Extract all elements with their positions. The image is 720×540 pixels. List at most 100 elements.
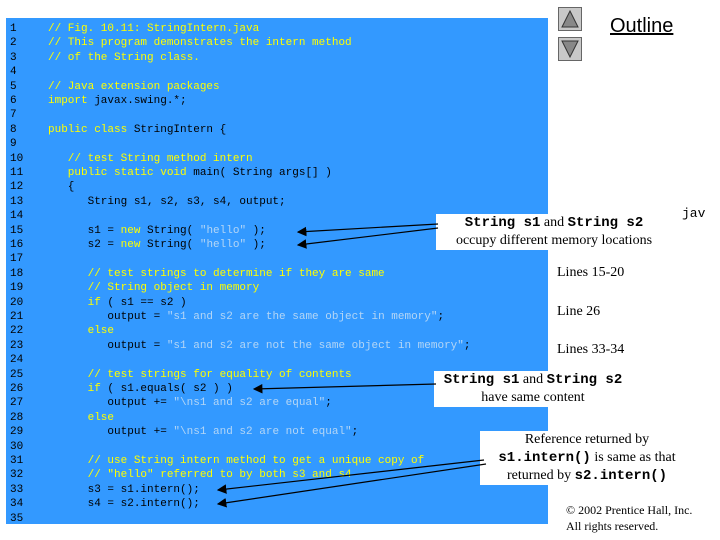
code-token: "s1 and s2 are the same object in memory…: [166, 311, 438, 323]
code-line: // "hello" referred to by both s3 and s4: [48, 468, 352, 482]
code-token: ;: [351, 426, 359, 439]
callout-code: String s2: [567, 215, 644, 231]
code-token: // This program demonstrates the intern …: [48, 37, 352, 50]
line-number: 34: [10, 498, 24, 511]
code-line: {: [48, 180, 75, 194]
code-token: // of the String class.: [48, 51, 200, 64]
line-number: 20: [10, 296, 24, 309]
line-number: 30: [10, 440, 24, 453]
code-token: javax.swing.*;: [87, 95, 187, 107]
code-token: main( String args[] ): [186, 167, 332, 179]
code-token: "\ns1 and s2 are equal": [173, 397, 326, 410]
code-line: // This program demonstrates the intern …: [48, 36, 352, 50]
code-line: public class StringIntern {: [48, 123, 226, 137]
line-number: 16: [10, 239, 24, 251]
line-number: 4: [10, 66, 17, 79]
line-number: 33: [10, 483, 24, 496]
code-line: output += "\ns1 and s2 are not equal";: [48, 425, 358, 439]
copyright-line: © 2002 Prentice Hall, Inc.: [566, 503, 693, 517]
code-line: // Java extension packages: [48, 80, 220, 94]
code-token: // test strings to determine if they are…: [48, 267, 385, 280]
callout-code: String s1: [464, 215, 541, 231]
code-line: s2 = new String( "hello" );: [48, 238, 266, 252]
code-token: output +=: [48, 397, 174, 410]
code-token: else: [48, 325, 115, 338]
callout-different-memory: String s1 and String s2 occupy different…: [436, 214, 672, 250]
code-token: if: [48, 296, 101, 309]
line-number: 9: [10, 138, 17, 151]
code-token: );: [246, 224, 266, 237]
code-line: // test strings for equality of contents: [48, 368, 352, 382]
copyright-notice: © 2002 Prentice Hall, Inc. All rights re…: [566, 502, 692, 534]
code-line: s4 = s2.intern();: [48, 497, 200, 511]
line-number: 25: [10, 368, 24, 381]
code-token: output =: [48, 339, 167, 352]
code-line: // of the String class.: [48, 51, 200, 65]
line-number: 24: [10, 354, 24, 367]
line-number: 3: [10, 51, 17, 64]
code-token: "hello": [199, 224, 247, 237]
arrow: [296, 223, 439, 237]
code-line: // Fig. 10.11: StringIntern.java: [48, 22, 259, 36]
code-token: String(: [140, 239, 200, 251]
code-token: {: [48, 181, 75, 194]
line-number: 6: [10, 95, 17, 107]
line-number: 21: [10, 311, 24, 323]
code-token: import: [48, 95, 88, 107]
code-line: // test strings to determine if they are…: [48, 267, 385, 281]
code-token: // "hello" referred to by both s3 and s4: [48, 469, 352, 482]
callout-text: is same as that: [590, 450, 676, 465]
code-token: String s1, s2, s3, s4, output;: [48, 195, 286, 208]
code-token: if: [48, 383, 101, 395]
code-token: "hello": [199, 239, 247, 251]
triangle-up-icon: [561, 10, 579, 28]
code-line: if ( s1.equals( s2 ) ): [48, 382, 233, 396]
callout-code: s1.intern(): [498, 450, 591, 466]
callout-code: s2.intern(): [574, 468, 668, 484]
callout-text: occupy different memory locations: [455, 233, 653, 248]
code-line: output = "s1 and s2 are the same object …: [48, 310, 444, 324]
code-line: String s1, s2, s3, s4, output;: [48, 195, 286, 209]
callout-code: String s1: [443, 372, 520, 388]
line-number: 11: [10, 167, 24, 179]
code-token: ;: [325, 397, 332, 410]
previous-slide-button[interactable]: [558, 7, 582, 31]
line-number: 1: [10, 23, 17, 35]
code-line: if ( s1 == s2 ): [48, 296, 187, 310]
code-token: output =: [48, 311, 167, 323]
line-number: 19: [10, 282, 24, 295]
line-number: 10: [10, 152, 24, 165]
side-label-line-26: Line 26: [557, 304, 601, 319]
code-line: // test String method intern: [48, 152, 253, 166]
callout-intern-reference: Reference returned by s1.intern() is sam…: [480, 431, 694, 485]
line-number: 23: [10, 339, 24, 352]
side-label-lines-15-20: Lines 15-20: [557, 265, 625, 280]
code-line: else: [48, 411, 114, 425]
line-number: 29: [10, 426, 24, 439]
code-token: ;: [437, 311, 445, 323]
line-number: 28: [10, 411, 24, 424]
code-line: output += "\ns1 and s2 are equal";: [48, 396, 332, 410]
next-slide-button[interactable]: [558, 37, 582, 61]
code-line: output = "s1 and s2 are not the same obj…: [48, 339, 470, 353]
arrow: [252, 383, 437, 394]
copyright-line: All rights reserved.: [566, 519, 659, 533]
line-number: 12: [10, 181, 24, 194]
line-number: 35: [10, 512, 24, 525]
callout-same-content: String s1 and String s2 have same conten…: [434, 371, 632, 407]
code-token: public static void: [48, 167, 187, 179]
line-number: 31: [10, 455, 24, 467]
line-number: 22: [10, 325, 24, 338]
code-token: s1 =: [48, 224, 121, 237]
arrow: [216, 463, 487, 508]
code-token: output +=: [48, 426, 174, 439]
code-line: s1 = new String( "hello" );: [48, 224, 266, 238]
triangle-down-icon: [561, 40, 579, 58]
line-number: 8: [10, 123, 17, 136]
arrow: [216, 459, 485, 494]
line-number: 2: [10, 37, 17, 50]
code-token: "s1 and s2 are not the same object in me…: [166, 339, 464, 352]
code-token: s2 =: [48, 239, 121, 251]
code-line: // String object in memory: [48, 281, 260, 295]
callout-text: and: [540, 215, 568, 230]
